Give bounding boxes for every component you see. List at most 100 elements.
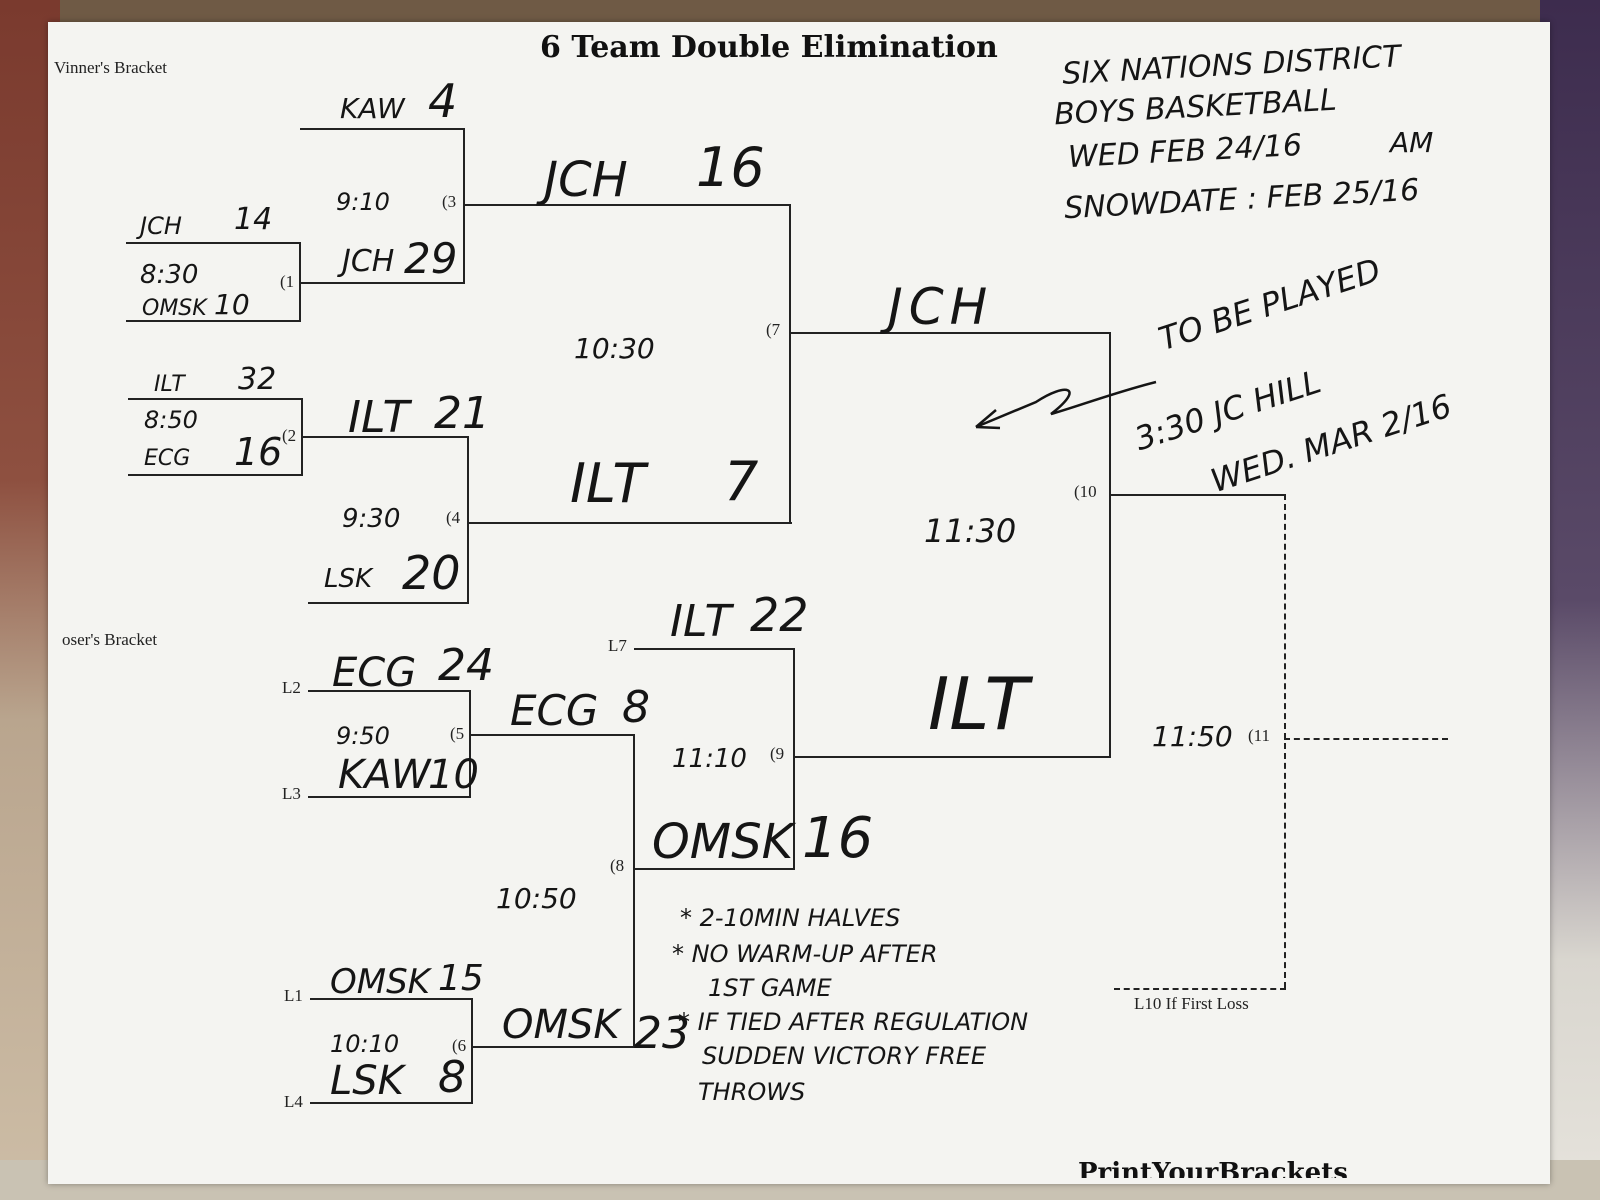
losers-bracket-label: oser's Bracket <box>62 630 158 649</box>
g3-line-join <box>463 128 465 284</box>
event-name-line1: SIX NATIONS DISTRICT <box>1061 39 1402 92</box>
g5-team-b: KAW <box>338 752 431 798</box>
rule-sudden-victory: SUDDEN VICTORY FREE <box>702 1042 987 1070</box>
g6-line-bottom <box>310 1102 472 1104</box>
g2-line-top <box>128 398 302 400</box>
g9-number: (9 <box>770 744 785 763</box>
g9-line-join <box>793 648 795 870</box>
g10-line-out <box>1110 494 1286 496</box>
g2-team-a: ILT <box>154 372 185 397</box>
g5-line-bottom <box>308 796 470 798</box>
g2-number: (2 <box>282 426 297 445</box>
g8-number: (8 <box>610 856 625 875</box>
g1-team-b: OMSK <box>142 296 207 321</box>
g9-line-out <box>794 756 1110 758</box>
g9-line-top <box>634 648 794 650</box>
g3-team-a: KAW <box>340 92 405 125</box>
g9-team-b: OMSK <box>652 814 794 870</box>
g11-time: 11:50 <box>1152 720 1233 753</box>
g1-time: 8:30 <box>140 260 199 290</box>
g9-time: 11:10 <box>672 744 747 774</box>
g7-time: 10:30 <box>574 332 655 365</box>
g7-team-b: ILT <box>570 452 646 515</box>
sheet-title: 6 Team Double Elimination <box>540 30 998 65</box>
g3-team-b: JCH <box>342 244 395 279</box>
g5-number: (5 <box>450 724 465 743</box>
g7-line-join <box>789 204 791 524</box>
rule-warmup-cont: 1ST GAME <box>708 974 832 1002</box>
g5-time: 9:50 <box>336 722 390 750</box>
g9-score-a: 22 <box>750 588 809 642</box>
g3-line-top <box>300 128 464 130</box>
g1-line-bottom <box>126 320 300 322</box>
g5-line-top <box>308 690 470 692</box>
g5-score-b: 10 <box>428 752 479 798</box>
g4-score-a: 21 <box>434 388 490 439</box>
g5-slot-a: L2 <box>282 678 301 697</box>
g2-time: 8:50 <box>144 406 198 434</box>
g8-line-out <box>634 868 794 870</box>
winners-bracket-label: Vinner's Bracket <box>54 58 167 77</box>
g9-team-a: ILT <box>670 596 732 647</box>
g6-score-a: 15 <box>438 958 484 999</box>
g3-score-b: 29 <box>404 234 458 283</box>
g9-slot-a: L7 <box>608 636 627 655</box>
g6-time: 10:10 <box>330 1030 400 1058</box>
g4-line-bottom <box>308 602 468 604</box>
g10-team-b: ILT <box>928 662 1029 746</box>
g11-number: (11 <box>1248 726 1271 745</box>
event-session: AM <box>1390 126 1434 159</box>
rule-warmup: * NO WARM-UP AFTER <box>672 940 938 968</box>
g1-score-b: 10 <box>214 288 250 321</box>
g6-line-out <box>472 1046 634 1048</box>
g6-line-top <box>310 998 472 1000</box>
g10-team-a: JCH <box>888 278 994 336</box>
g7-number: (7 <box>766 320 781 339</box>
g11-line-bottom <box>1114 988 1286 990</box>
g1-line-top <box>126 242 300 244</box>
g8-line-join <box>633 734 635 1048</box>
g11-line-out <box>1284 738 1448 740</box>
arrow-icon <box>975 380 1157 430</box>
g5-slot-b: L3 <box>282 784 301 803</box>
g5-line-join <box>469 690 471 798</box>
g2-line-bottom <box>128 474 302 476</box>
g2-score-a: 32 <box>238 362 277 397</box>
g3-score-a: 4 <box>428 74 458 128</box>
g1-team-a: JCH <box>140 212 182 240</box>
g6-line-join <box>471 998 473 1104</box>
g7-team-a: JCH <box>544 152 628 208</box>
g6-score-b: 8 <box>438 1052 466 1103</box>
g5-score-a: 24 <box>438 640 494 691</box>
g7-score-a: 16 <box>696 136 765 199</box>
g2-team-b: ECG <box>144 446 191 471</box>
g3-number: (3 <box>442 192 457 211</box>
g9-score-b: 16 <box>802 806 874 871</box>
g4-time: 9:30 <box>342 504 401 534</box>
g6-team-a: OMSK <box>330 962 430 1002</box>
g5-line-out <box>470 734 634 736</box>
g1-score-a: 14 <box>234 202 273 237</box>
g8-score-a: 8 <box>622 682 650 733</box>
bracket-sheet: 6 Team Double Elimination Vinner's Brack… <box>48 22 1550 1184</box>
g7-score-b: 7 <box>724 450 759 513</box>
g8-score-b: 23 <box>634 1008 690 1059</box>
g1-number: (1 <box>280 272 295 291</box>
rule-tied: * IF TIED AFTER REGULATION <box>678 1008 1029 1036</box>
g6-number: (6 <box>452 1036 467 1055</box>
g5-team-a: ECG <box>332 650 417 696</box>
g4-line-out <box>468 522 792 524</box>
g8-time: 10:50 <box>496 882 577 915</box>
g3-time: 9:10 <box>336 188 390 216</box>
g11-line-join <box>1284 494 1286 988</box>
g4-team-a: ILT <box>348 392 410 443</box>
g8-team-a: ECG <box>510 686 599 735</box>
g11-slot-b: L10 If First Loss <box>1134 994 1249 1013</box>
g6-team-b: LSK <box>330 1058 404 1104</box>
g2-score-b: 16 <box>234 430 283 474</box>
g3-line-out <box>464 204 790 206</box>
g1-line-out <box>300 282 464 284</box>
g10-line-join <box>1109 332 1111 758</box>
footer-brand-logo: PrintYourBrackets <box>1078 1158 1348 1178</box>
g8-team-b: OMSK <box>502 1002 620 1048</box>
